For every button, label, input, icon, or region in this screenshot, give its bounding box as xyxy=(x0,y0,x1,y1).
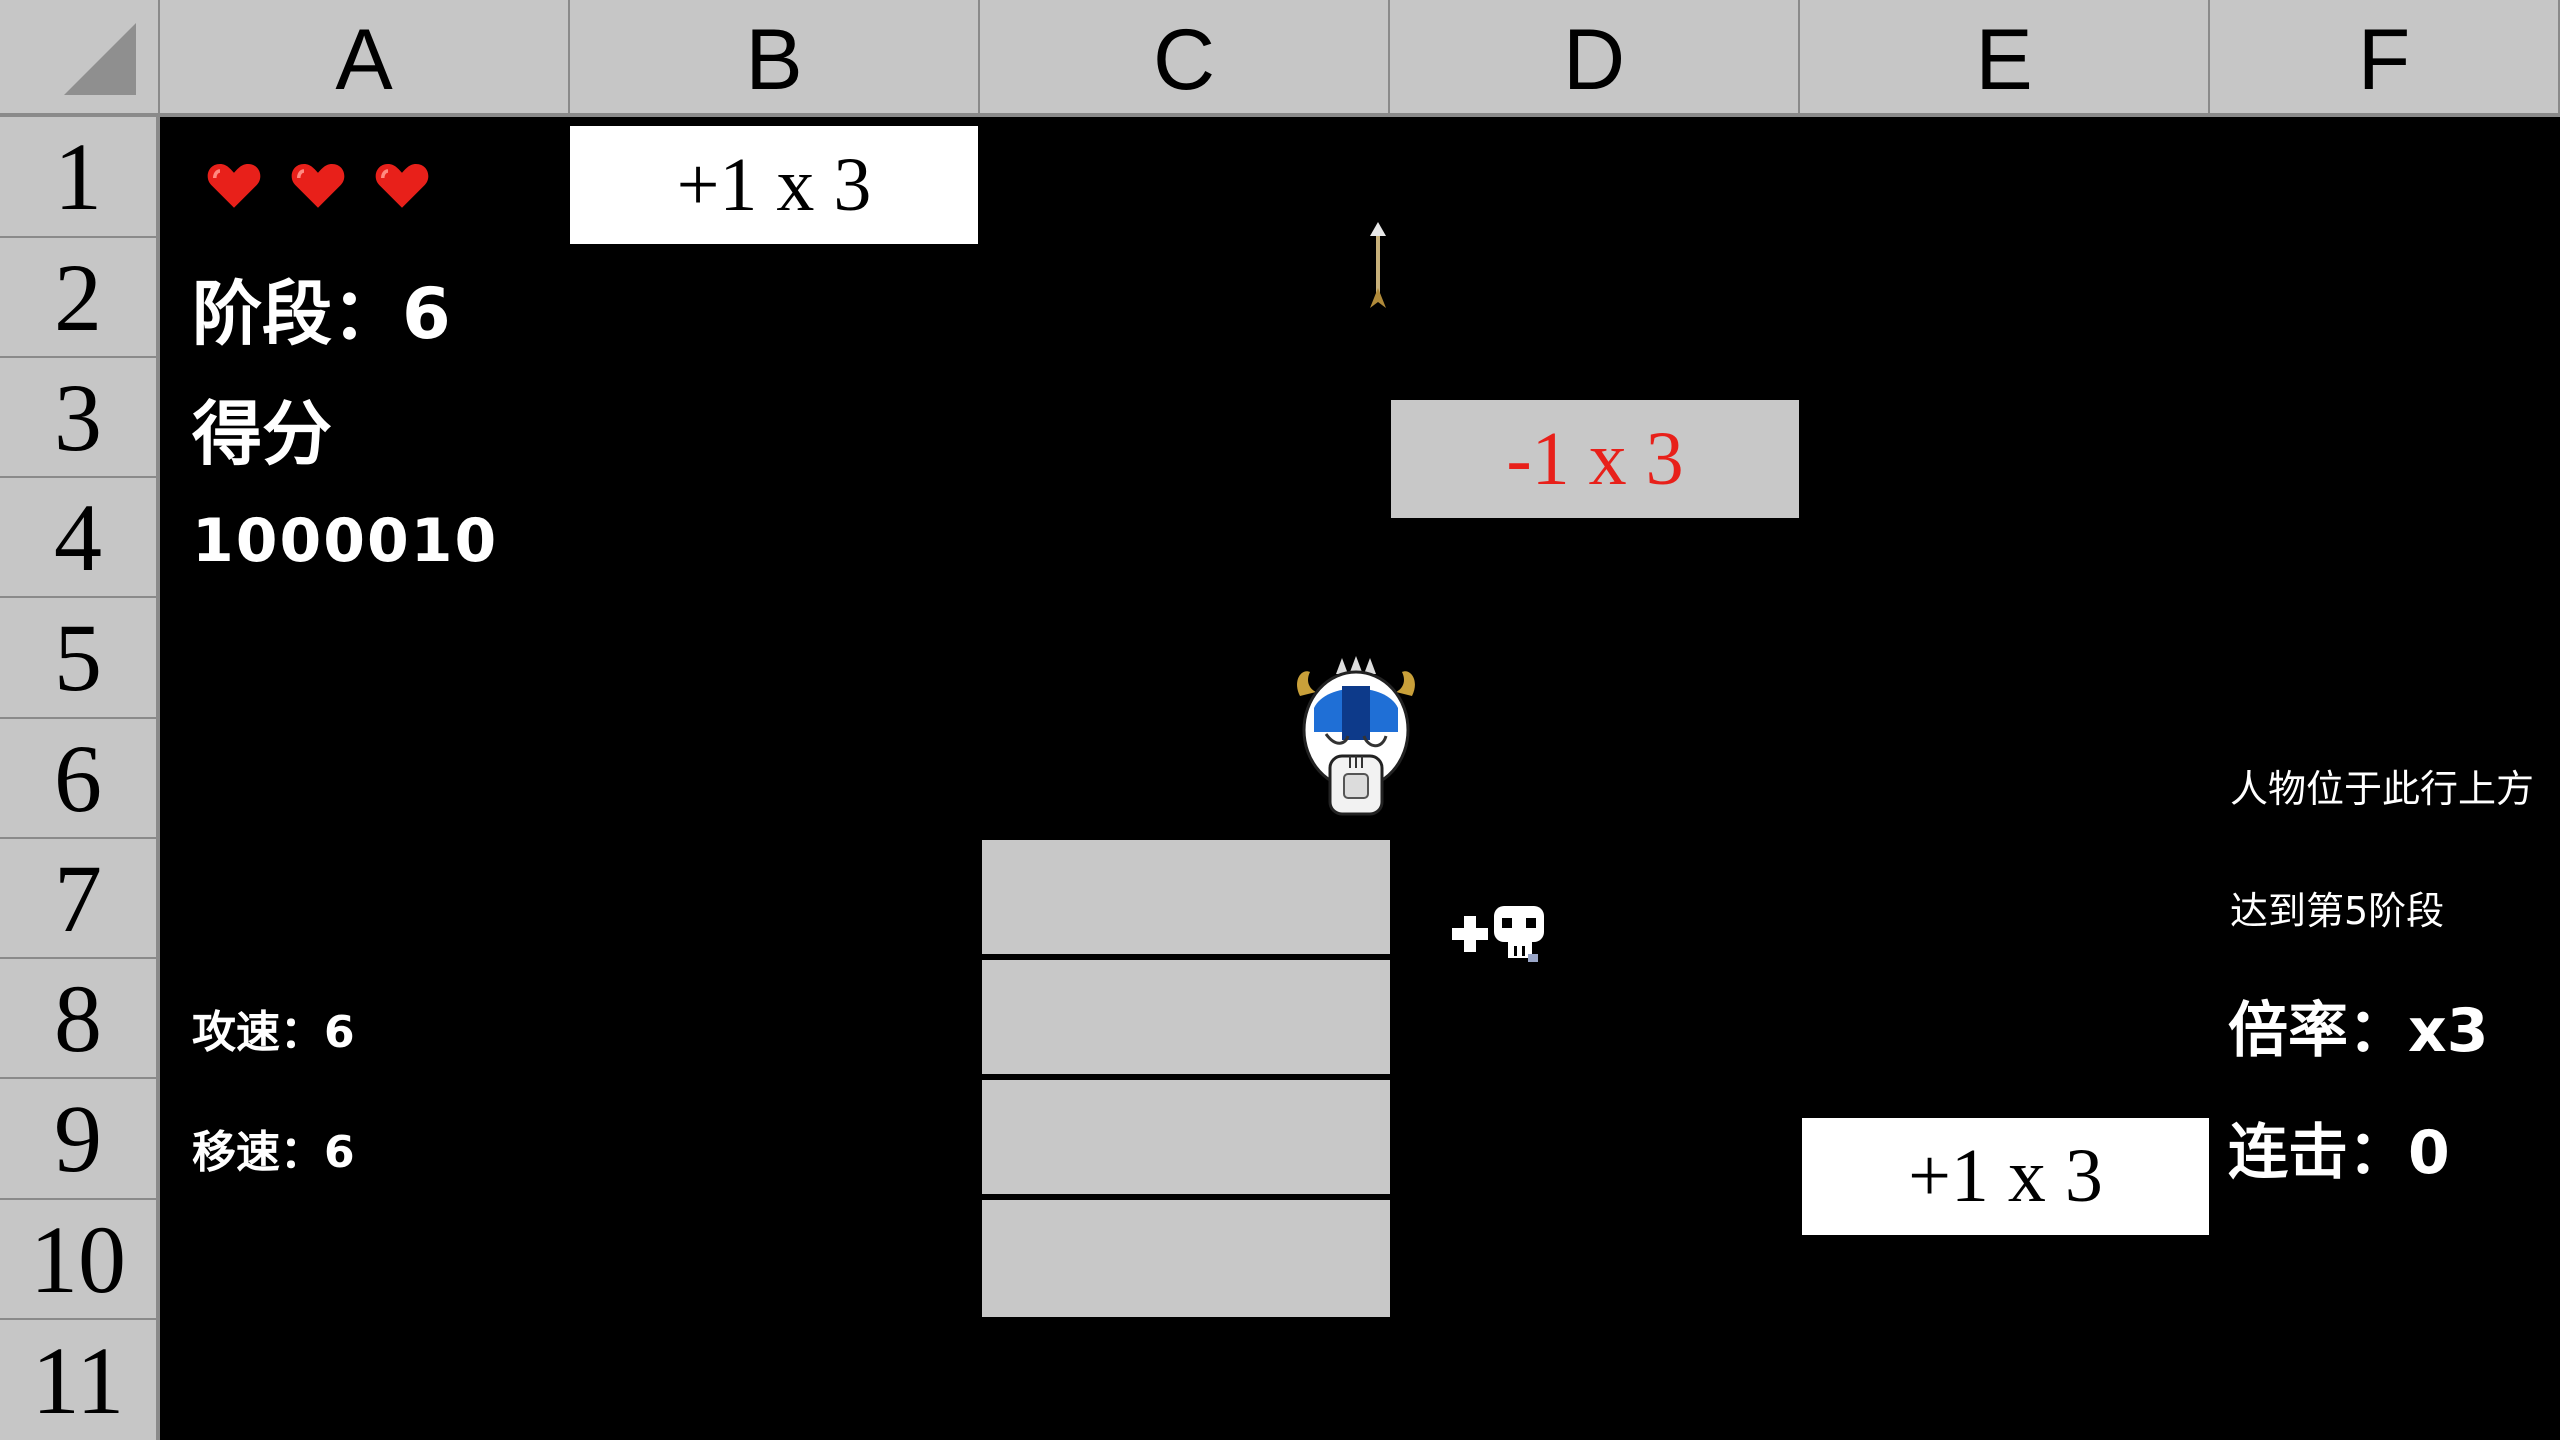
row-header-3[interactable]: 3 xyxy=(0,358,160,478)
row-header-1-label: 1 xyxy=(54,123,102,230)
row-header-7[interactable]: 7 xyxy=(0,839,160,959)
column-header-a[interactable]: A xyxy=(160,0,570,117)
column-header-f-label: F xyxy=(2357,12,2411,108)
multiplier-label: 倍率：x3 xyxy=(2228,996,2489,1066)
row-header-9-label: 9 xyxy=(54,1085,102,1192)
player-row-note: 人物位于此行上方 xyxy=(2230,767,2535,811)
score-label: 得分 xyxy=(192,393,332,475)
astronaut-player-sprite xyxy=(1297,656,1415,816)
wall-cell xyxy=(982,1080,1390,1197)
row-header-11-label: 11 xyxy=(31,1326,125,1434)
row-header-3-label: 3 xyxy=(54,363,102,471)
penalty-block-label: -1 x 3 xyxy=(1506,416,1684,501)
bonus-block-top: +1 x 3 xyxy=(570,126,978,244)
row-header-10-label: 10 xyxy=(30,1205,126,1313)
heart-icon xyxy=(207,164,261,208)
row-header-6-label: 6 xyxy=(54,724,102,832)
skull-plus-pickup-icon xyxy=(1452,906,1544,962)
row-header-8-label: 8 xyxy=(54,964,102,1072)
row-header-10[interactable]: 10 xyxy=(0,1200,160,1320)
select-all-corner[interactable] xyxy=(0,0,160,117)
row-header-2[interactable]: 2 xyxy=(0,238,160,358)
move-speed-label: 移速：6 xyxy=(192,1127,355,1178)
wall-cell xyxy=(982,960,1390,1077)
stage-label: 阶段：6 xyxy=(192,273,451,355)
wall-cell xyxy=(982,840,1390,957)
select-all-triangle-icon xyxy=(64,23,136,95)
stage-reached-note: 达到第5阶段 xyxy=(2230,889,2445,933)
column-header-c[interactable]: C xyxy=(980,0,1390,117)
penalty-block: -1 x 3 xyxy=(1391,400,1799,518)
column-header-b[interactable]: B xyxy=(570,0,980,117)
arrow-projectile-icon xyxy=(1370,222,1386,308)
row-header-2-label: 2 xyxy=(54,243,102,351)
row-header-4-label: 4 xyxy=(54,483,102,591)
bonus-block-top-label: +1 x 3 xyxy=(676,142,872,227)
row-header-5-label: 5 xyxy=(54,604,102,711)
column-header-c-label: C xyxy=(1152,12,1216,108)
row-header-8[interactable]: 8 xyxy=(0,959,160,1079)
column-header-e[interactable]: E xyxy=(1800,0,2210,117)
row-header-7-label: 7 xyxy=(54,844,102,952)
column-header-e-label: E xyxy=(1975,12,2033,108)
row-header-5[interactable]: 5 xyxy=(0,598,160,719)
heart-icon xyxy=(291,164,345,208)
score-value: 1000010 xyxy=(192,506,499,576)
row-header-11[interactable]: 11 xyxy=(0,1320,160,1440)
heart-icon xyxy=(375,164,429,208)
column-header-a-label: A xyxy=(335,12,393,108)
combo-label: 连击：0 xyxy=(2228,1118,2450,1188)
wall-cell xyxy=(982,1200,1390,1317)
column-header-d[interactable]: D xyxy=(1390,0,1800,117)
row-header-4[interactable]: 4 xyxy=(0,478,160,598)
row-header-1[interactable]: 1 xyxy=(0,117,160,238)
bonus-block-bottom: +1 x 3 xyxy=(1802,1118,2209,1235)
attack-speed-label: 攻速：6 xyxy=(192,1007,355,1058)
bonus-block-bottom-label: +1 x 3 xyxy=(1908,1134,2103,1218)
row-header-9[interactable]: 9 xyxy=(0,1079,160,1200)
row-header-6[interactable]: 6 xyxy=(0,719,160,839)
column-header-f[interactable]: F xyxy=(2210,0,2560,117)
column-header-b-label: B xyxy=(745,12,803,108)
column-header-d-label: D xyxy=(1562,12,1626,108)
